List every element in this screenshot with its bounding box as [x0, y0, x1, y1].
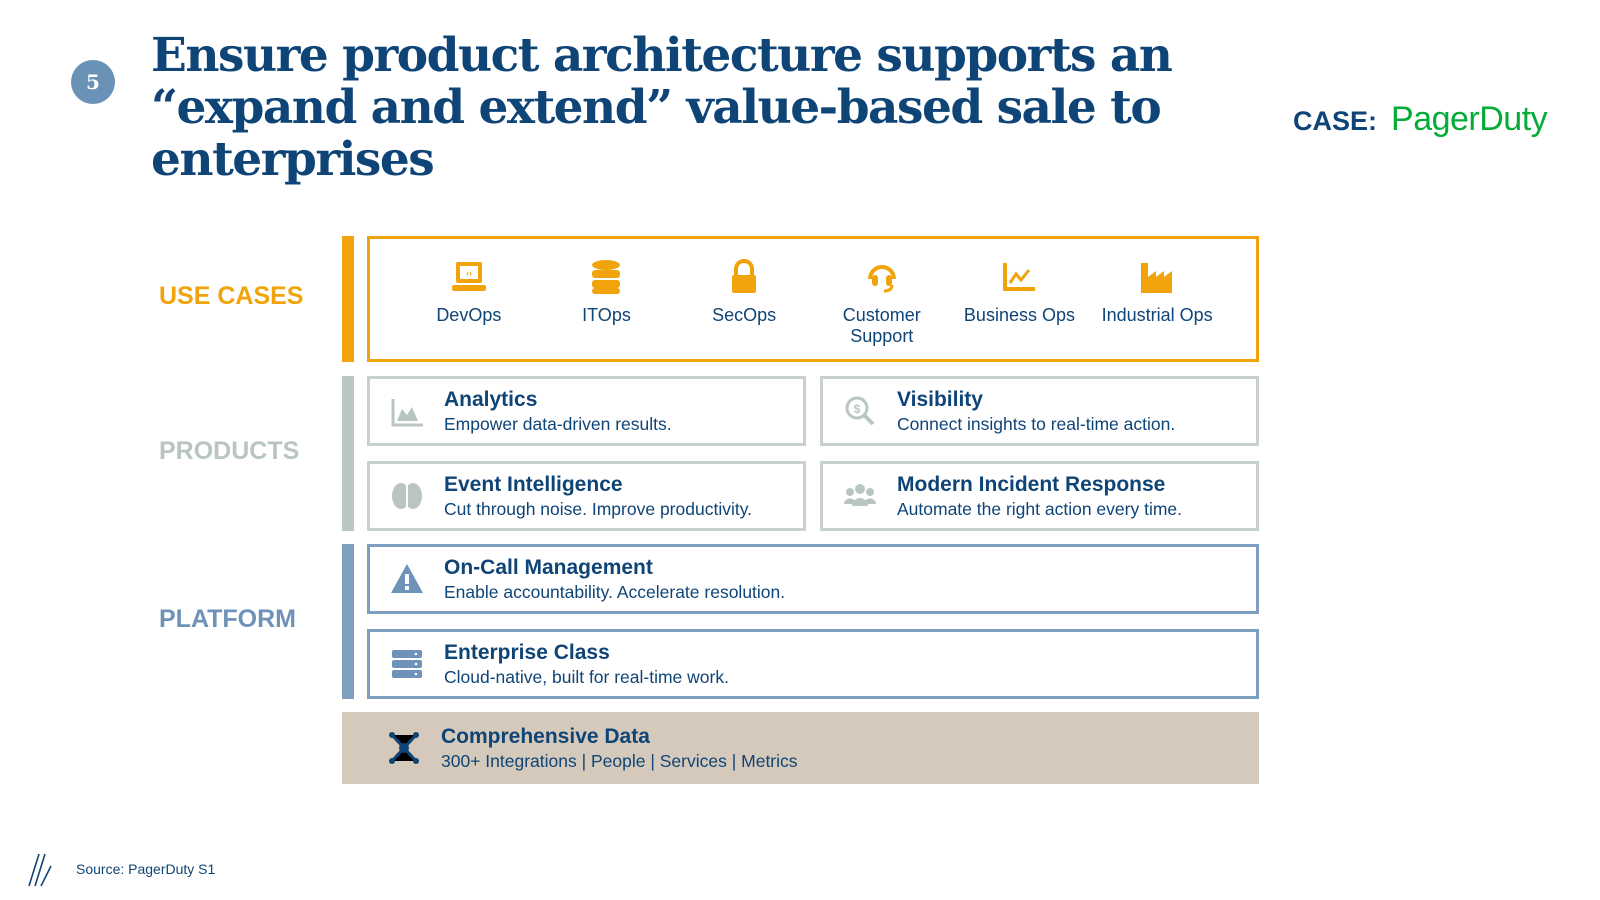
use-case-label: Industrial Ops [1101, 305, 1213, 325]
area-chart-icon [391, 399, 423, 427]
use-case-itops: ITOps [541, 239, 671, 359]
database-icon [592, 260, 621, 294]
platform-title: On-Call Management [444, 556, 653, 579]
case-label: CASE: PagerDuty [1293, 100, 1548, 139]
section-platform: PLATFORM [159, 605, 297, 633]
use-case-label: Customer Support [842, 305, 921, 346]
use-case-customer-support: Customer Support [817, 239, 947, 359]
use-case-secops: SecOps [679, 239, 809, 359]
product-desc: Empower data-driven results. [444, 414, 672, 434]
source-note: Source: PagerDuty S1 [76, 861, 216, 877]
dollar-search-icon: $ [845, 396, 875, 426]
slide-number-badge: 5 [71, 60, 115, 104]
use-case-label: SecOps [712, 305, 777, 325]
data-desc: 300+ Integrations | People | Services | … [441, 751, 798, 771]
section-products: PRODUCTS [159, 437, 300, 465]
factory-icon [1141, 263, 1173, 293]
laptop-code-icon: ‹› [451, 262, 486, 291]
case-prefix: CASE: [1293, 106, 1378, 136]
use-case-devops: ‹› DevOps [404, 239, 534, 359]
page-title: Ensure product architecture supports an … [151, 28, 1173, 187]
chart-line-icon [1003, 263, 1036, 291]
lock-icon [732, 259, 757, 293]
platform-desc: Cloud-native, built for real-time work. [444, 667, 729, 687]
use-case-label: DevOps [436, 305, 502, 325]
use-case-label: Business Ops [963, 305, 1075, 325]
platform-bar [342, 544, 354, 699]
people-icon [844, 484, 876, 506]
use-case-industrial-ops: Industrial Ops [1092, 239, 1222, 359]
product-desc: Cut through noise. Improve productivity. [444, 499, 753, 519]
use-case-business-ops: Business Ops [954, 239, 1084, 359]
data-title: Comprehensive Data [441, 725, 650, 748]
svg-text:‹›: ‹› [466, 268, 472, 278]
product-desc: Automate the right action every time. [897, 499, 1182, 519]
company-logo-icon [28, 853, 52, 887]
brain-icon [392, 483, 422, 509]
use-cases-panel: ‹› DevOps ITOps SecOps Customer Support … [367, 236, 1259, 362]
product-title: Visibility [897, 388, 983, 411]
use-cases-bar [342, 236, 354, 362]
network-icon [389, 732, 419, 764]
section-use-cases: USE CASES [159, 282, 304, 310]
platform-desc: Enable accountability. Accelerate resolu… [444, 582, 786, 602]
product-title: Modern Incident Response [897, 473, 1166, 496]
comprehensive-data-layer: Comprehensive Data 300+ Integrations | Pe… [342, 712, 1259, 784]
product-title: Event Intelligence [444, 473, 623, 496]
product-title: Analytics [444, 388, 538, 411]
warning-icon [391, 564, 423, 593]
headset-icon [867, 265, 896, 293]
product-desc: Connect insights to real-time action. [897, 414, 1176, 434]
use-case-label: ITOps [582, 305, 631, 325]
server-icon [392, 650, 422, 678]
products-bar [342, 376, 354, 531]
svg-text:$: $ [854, 402, 861, 416]
platform-title: Enterprise Class [444, 641, 610, 664]
pagerduty-logo: PagerDuty [1391, 100, 1548, 138]
